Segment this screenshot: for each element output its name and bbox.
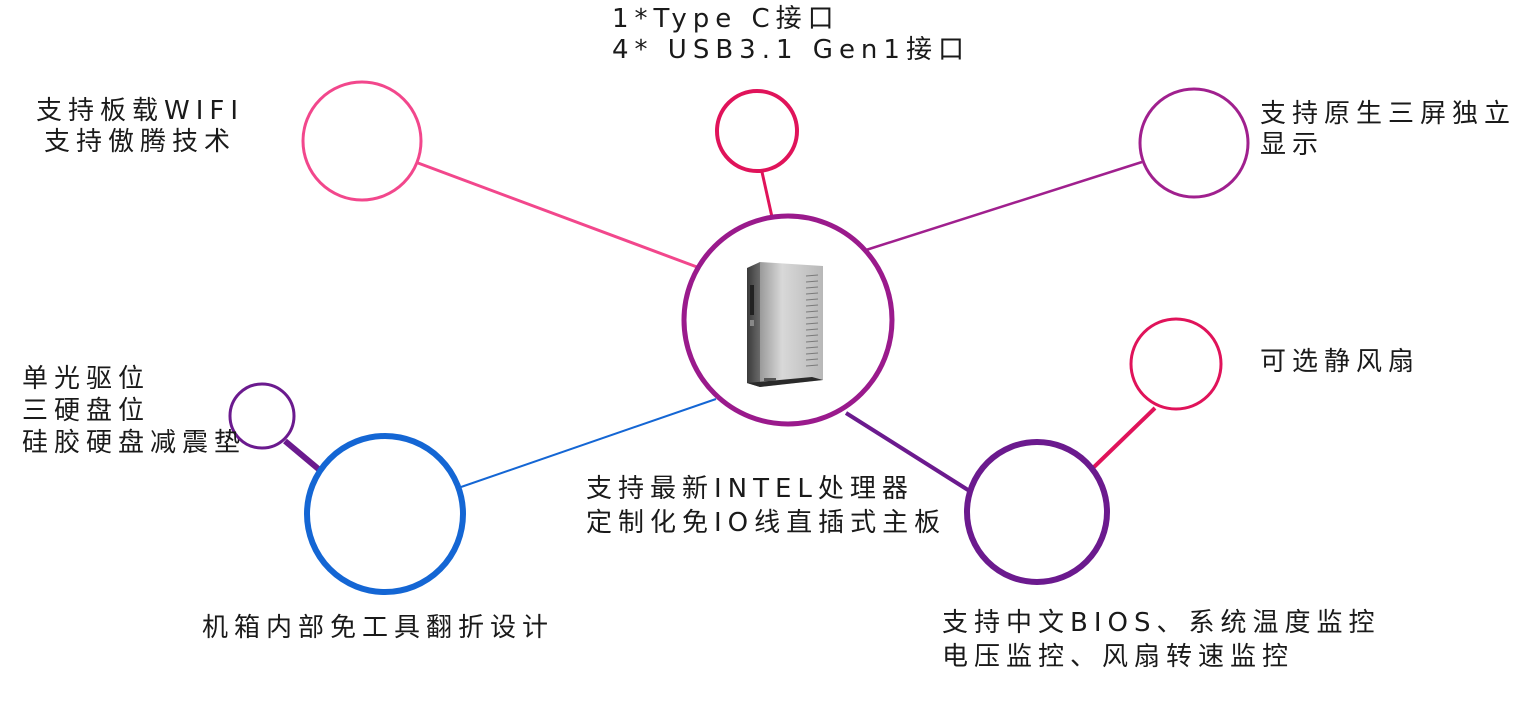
circle-drive [228, 382, 296, 450]
connector-bios [844, 411, 970, 492]
connector-fan [1092, 406, 1157, 469]
label-cpu-line-2: 定制化免IO线直插式主板 [586, 508, 947, 538]
label-wifi-line-1: 支持板载WIFI [36, 96, 244, 126]
label-display-line-1: 支持原生三屏独立 [1260, 99, 1517, 129]
circle-wifi [301, 80, 423, 202]
label-fan: 可选静风扇 [1260, 347, 1420, 378]
connector-ports [760, 171, 774, 218]
circle-ports [715, 89, 799, 173]
circle-case [304, 433, 466, 595]
label-bios-line-2: 电压监控、风扇转速监控 [942, 642, 1295, 672]
label-ports-line-1: 1*Type C接口 [612, 4, 840, 34]
label-case: 机箱内部免工具翻折设计 [202, 613, 554, 644]
label-ports: 1*Type C接口 4* USB3.1 Gen1接口 [612, 4, 970, 66]
label-bios: 支持中文BIOS、系统温度监控 电压监控、风扇转速监控 [942, 606, 1380, 674]
label-display-line-2: 显示 [1260, 130, 1325, 160]
connector-cpu-case [460, 398, 717, 488]
label-case-line-1: 机箱内部免工具翻折设计 [202, 613, 555, 643]
label-wifi-line-2: 支持傲腾技术 [44, 127, 237, 157]
label-ports-line-2: 4* USB3.1 Gen1接口 [612, 35, 970, 65]
label-display: 支持原生三屏独立 显示 [1260, 99, 1516, 161]
label-drive-line-1: 单光驱位 [22, 364, 151, 394]
label-drive-line-3: 硅胶硬盘减震垫 [22, 428, 247, 458]
connector-drive [283, 438, 324, 475]
connector-wifi [417, 161, 698, 269]
pc-case-icon [747, 262, 823, 387]
circle-fan [1129, 317, 1223, 411]
label-cpu: 支持最新INTEL处理器 定制化免IO线直插式主板 [586, 472, 946, 540]
circle-bios [964, 439, 1110, 585]
label-bios-line-1: 支持中文BIOS、系统温度监控 [942, 608, 1381, 638]
circle-display [1138, 87, 1250, 199]
connector-display [865, 160, 1143, 252]
label-wifi: 支持板载WIFI 支持傲腾技术 [36, 96, 244, 158]
label-fan-line-1: 可选静风扇 [1260, 347, 1421, 377]
label-drive: 单光驱位 三硬盘位 硅胶硬盘减震垫 [22, 363, 246, 459]
label-cpu-line-1: 支持最新INTEL处理器 [586, 474, 914, 504]
label-drive-line-2: 三硬盘位 [22, 396, 151, 426]
